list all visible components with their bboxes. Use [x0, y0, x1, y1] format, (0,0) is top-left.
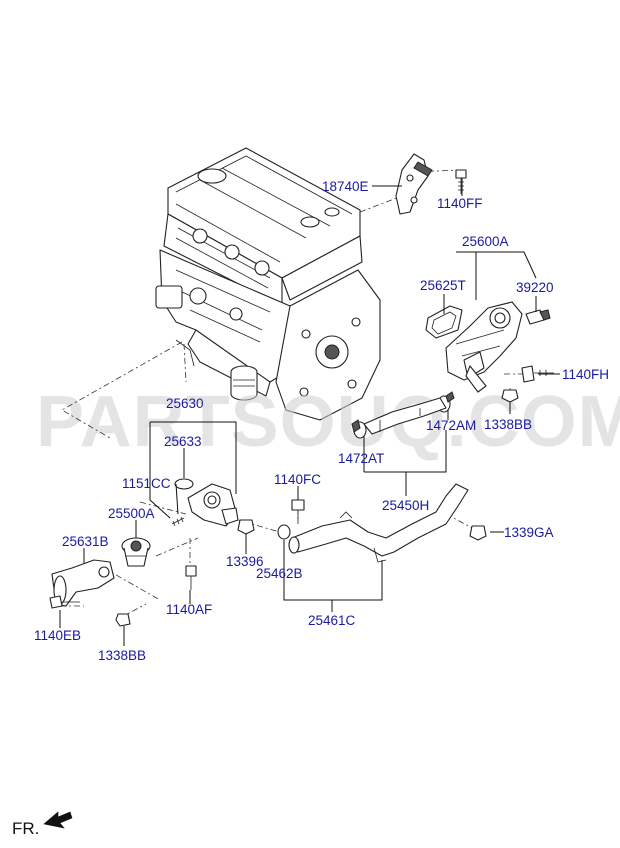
label-25450H[interactable]: 25450H [382, 498, 429, 513]
label-1151CC[interactable]: 1151CC [122, 476, 171, 491]
label-1338BB-bottom[interactable]: 1338BB [98, 648, 146, 663]
hose-25450H [363, 397, 447, 435]
label-25631B[interactable]: 25631B [62, 534, 109, 549]
label-1339GA[interactable]: 1339GA [504, 525, 554, 540]
label-1140FF[interactable]: 1140FF [437, 196, 483, 211]
nut-1339GA [469, 525, 487, 541]
water-outlet-25600A [445, 301, 523, 393]
label-25500A[interactable]: 25500A [108, 506, 155, 521]
label-1140FC[interactable]: 1140FC [274, 472, 321, 487]
leader-lines [59, 178, 560, 646]
clamp-1472AT [351, 419, 367, 439]
label-18740E[interactable]: 18740E [322, 179, 369, 194]
label-25625T[interactable]: 25625T [420, 278, 466, 293]
nut-13396 [237, 519, 255, 535]
label-1140EB[interactable]: 1140EB [34, 628, 81, 643]
water-pipe-25461C [288, 483, 469, 563]
sensor-39220 [525, 309, 551, 325]
label-25462B[interactable]: 25462B [256, 566, 303, 581]
bolt-1140AF [185, 565, 197, 590]
label-1338BB-top[interactable]: 1338BB [484, 417, 532, 432]
thermostat-25500A [121, 537, 151, 567]
label-25633[interactable]: 25633 [164, 434, 202, 449]
label-13396[interactable]: 13396 [226, 554, 264, 569]
label-25600A[interactable]: 25600A [462, 234, 509, 249]
inlet-fitting-25631B [51, 559, 115, 607]
gasket-25625T [425, 305, 463, 339]
engine-block-illustration [155, 147, 381, 421]
label-1140FH[interactable]: 1140FH [562, 367, 609, 382]
front-direction-indicator: FR. [12, 811, 73, 838]
throttle-bracket-18740E [395, 153, 433, 215]
label-25461C[interactable]: 25461C [308, 613, 356, 628]
watermark-text: PARTSOUQ.COM [36, 382, 620, 462]
bolt-1140FH [521, 365, 554, 383]
label-25630[interactable]: 25630 [166, 396, 204, 411]
nut-1338BB-bottom [115, 613, 131, 627]
front-direction-label: FR. [12, 819, 39, 838]
o-ring-25633 [174, 478, 194, 490]
label-1140AF[interactable]: 1140AF [166, 602, 212, 617]
label-1472AT[interactable]: 1472AT [338, 451, 384, 466]
front-arrow-icon [43, 811, 73, 829]
thermostat-housing-25630 [187, 483, 239, 527]
nut-1338BB-top [501, 389, 519, 403]
bolt-1140EB [49, 595, 80, 609]
stud-1151CC [171, 516, 185, 527]
o-ring-25462B [277, 524, 291, 540]
bolt-1140FC [291, 499, 305, 522]
bolt-1140FF [455, 169, 467, 194]
part-labels: 18740E 1140FF 25600A 25625T 39220 1140FH… [34, 179, 609, 663]
label-1472AM[interactable]: 1472AM [426, 418, 476, 433]
label-39220[interactable]: 39220 [516, 280, 554, 295]
